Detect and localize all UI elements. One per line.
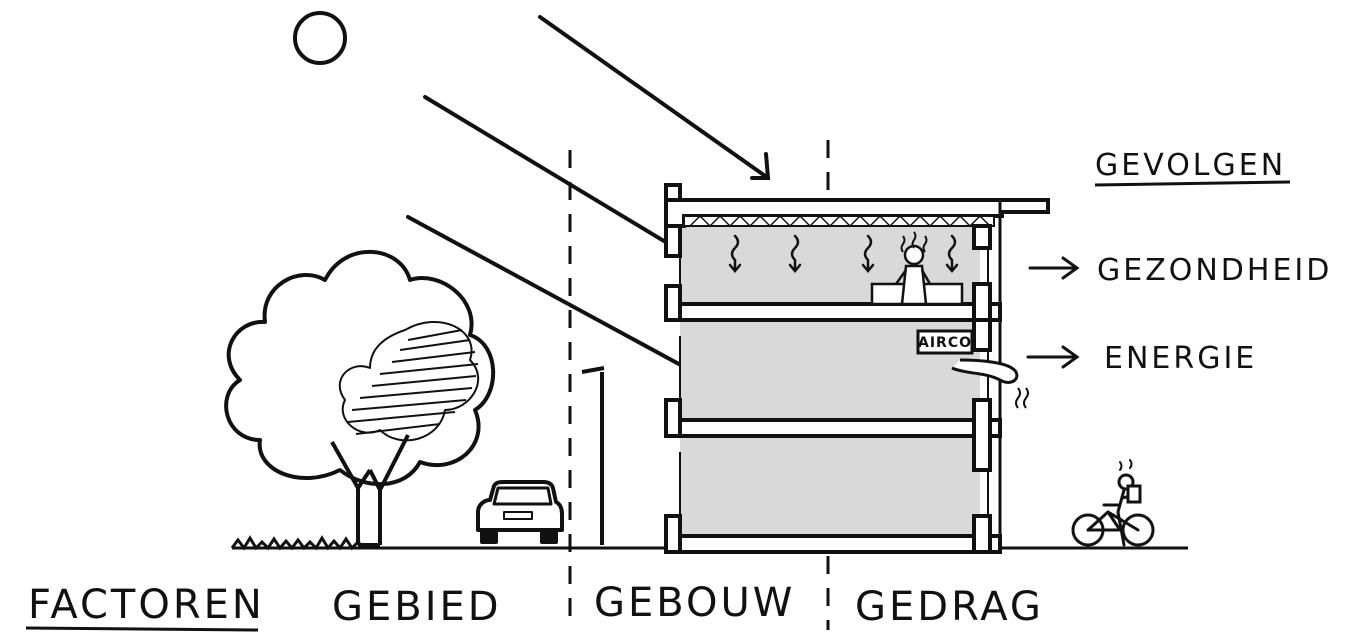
airco-label: AIRCO (918, 335, 972, 351)
floor-bottom (680, 436, 980, 536)
slab-2 (664, 418, 1002, 438)
facade-left-3 (664, 398, 682, 438)
factor-gebouw: GEBOUW (594, 580, 795, 626)
facade-left-2 (664, 284, 682, 322)
tree-icon (224, 249, 496, 547)
facade-right-2 (972, 282, 992, 322)
grass (230, 535, 366, 551)
sweating-person-icon (870, 231, 964, 306)
consequence-energie: ENERGIE (1104, 341, 1257, 376)
facade-right-5 (972, 514, 992, 554)
heading-factoren: FACTOREN (28, 582, 265, 628)
street-lamp-icon (581, 366, 605, 545)
factor-gebied: GEBIED (332, 584, 502, 630)
sun-icon (293, 11, 347, 65)
airco-unit-icon: AIRCO (916, 329, 1029, 409)
facade-right-3 (972, 318, 992, 352)
facade-right-1 (972, 224, 992, 250)
consequence-gezondheid: GEZONDHEID (1097, 253, 1332, 288)
arrow-icon (1028, 256, 1080, 280)
facade-left-1 (664, 224, 682, 258)
car-icon (476, 480, 564, 544)
slab-ground (664, 534, 1002, 554)
factor-gedrag: GEDRAG (855, 584, 1044, 630)
arrow-icon (1026, 345, 1080, 369)
cyclist-icon (1071, 459, 1155, 547)
heat-waves-icon (728, 234, 959, 273)
heading-factoren-underline (25, 626, 259, 632)
slab-1 (664, 302, 1002, 322)
heading-gevolgen: GEVOLGEN (1095, 148, 1286, 183)
heading-gevolgen-underline (1094, 180, 1291, 187)
facade-right-4 (972, 398, 992, 472)
facade-left-4 (664, 514, 682, 554)
